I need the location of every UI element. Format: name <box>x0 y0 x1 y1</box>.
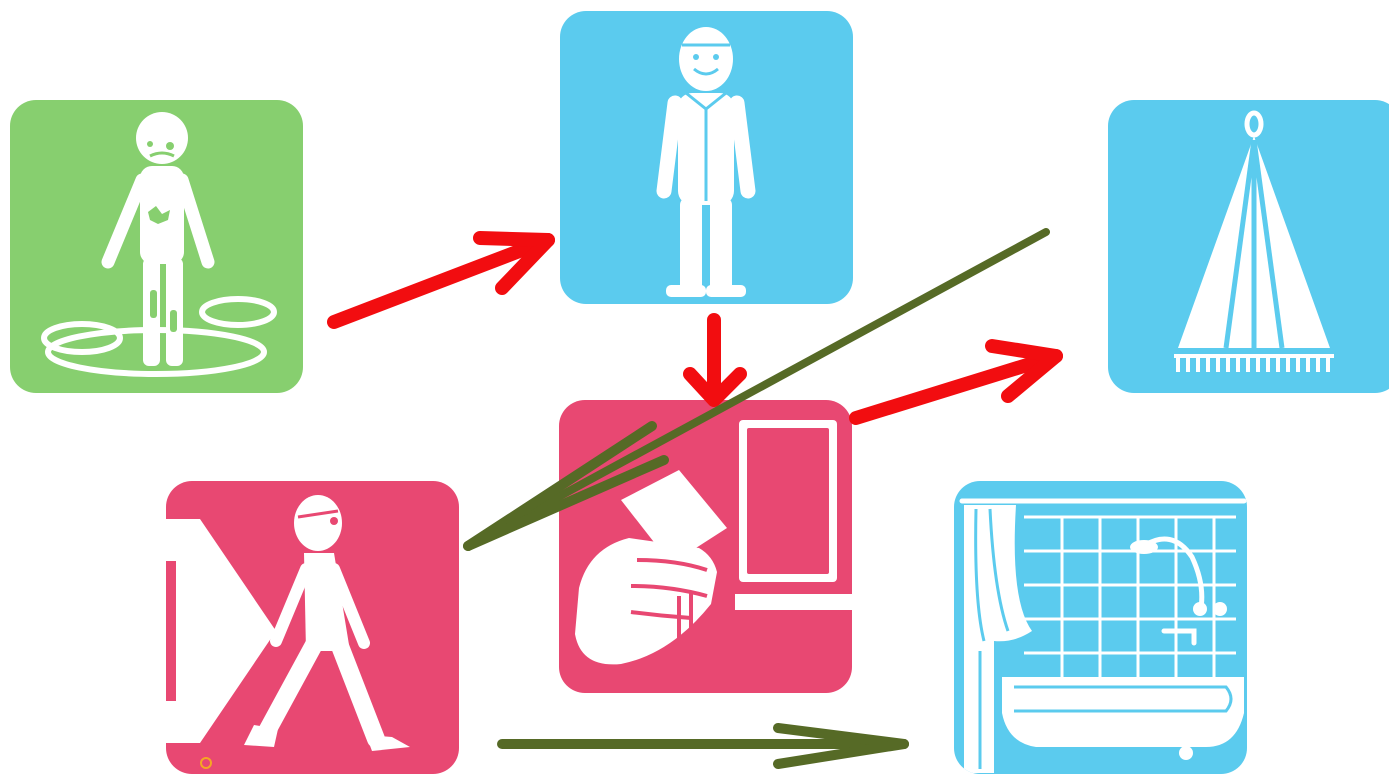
dirty-child-in-puddles-icon <box>10 100 303 393</box>
standing-boy-icon <box>560 11 853 304</box>
walking-out-card <box>166 481 459 774</box>
walking-boy-exit-icon <box>166 481 459 774</box>
hanging-towel-icon <box>1108 100 1389 393</box>
hand-washing-icon <box>559 400 852 693</box>
washing-hands-card <box>559 400 852 693</box>
clothes-hanger-card <box>1108 100 1389 393</box>
arrow-clean-boy-to-washing-hands <box>690 320 740 400</box>
arrow-dirty-child-to-clean-boy <box>334 238 548 322</box>
arrow-washing-hands-to-clothes-hanger <box>856 346 1056 418</box>
arrow-walking-out-to-bathroom <box>502 728 904 764</box>
dirty-child-card <box>10 100 303 393</box>
bathtub-shower-icon <box>954 481 1247 774</box>
clean-boy-card <box>560 11 853 304</box>
bathroom-card <box>954 481 1247 774</box>
